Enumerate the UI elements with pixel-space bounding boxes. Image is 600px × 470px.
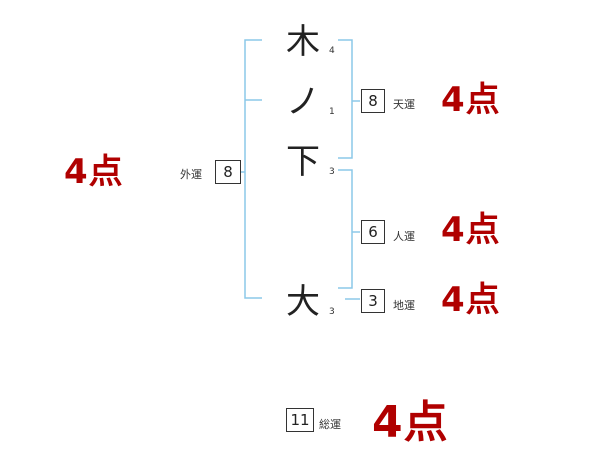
chiun-label: 地運 <box>393 299 415 312</box>
stroke-count-4: 3 <box>329 307 335 317</box>
jinun-score: 4点 <box>441 210 501 250</box>
gaiun-label: 外運 <box>180 168 202 181</box>
stroke-count-3: 3 <box>329 167 335 177</box>
name-char-1: 木 <box>286 22 320 62</box>
jinun-bracket <box>338 169 353 289</box>
name-char-3: 下 <box>286 142 320 182</box>
gaiun-bracket <box>244 39 262 299</box>
stroke-count-2: 1 <box>329 107 335 117</box>
tenun-score: 4点 <box>441 80 501 120</box>
souun-label: 総運 <box>319 418 341 431</box>
chiun-value-box: 3 <box>361 289 385 313</box>
name-char-4: 大 <box>286 282 320 322</box>
tenun-value-box: 8 <box>361 89 385 113</box>
stroke-count-1: 4 <box>329 46 335 56</box>
chiun-score: 4点 <box>441 280 501 320</box>
name-char-2: ノ <box>286 82 320 122</box>
souun-score: 4点 <box>372 397 449 448</box>
gaiun-value-box: 8 <box>215 160 241 184</box>
tenun-label: 天運 <box>393 98 415 111</box>
jinun-label: 人運 <box>393 230 415 243</box>
tenun-bracket <box>338 39 353 159</box>
gaiun-score: 4点 <box>64 152 124 192</box>
jinun-value-box: 6 <box>361 220 385 244</box>
souun-value-box: 11 <box>286 408 314 432</box>
